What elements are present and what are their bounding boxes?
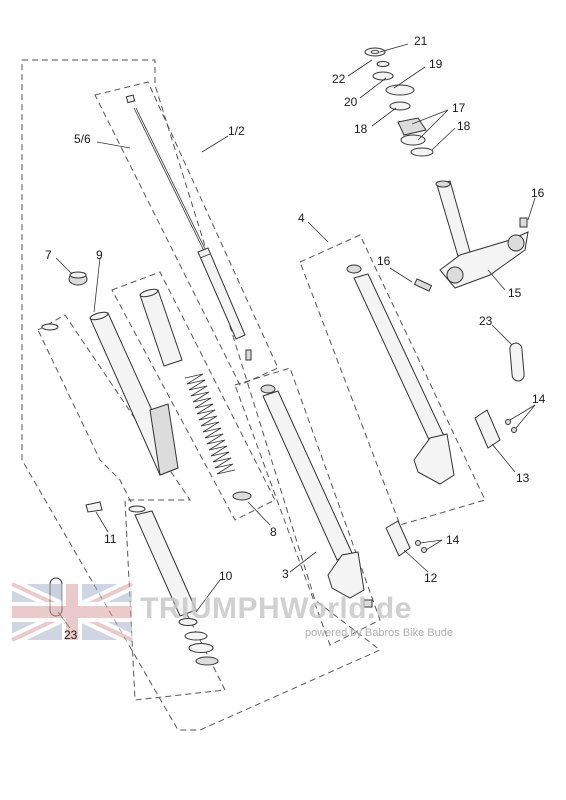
watermark-title: TRIUMPHWorld.de — [140, 592, 412, 625]
label-20: 20 — [344, 95, 358, 109]
part-5-6-top-cap[interactable] — [125, 94, 136, 104]
label-15: 15 — [508, 286, 522, 300]
label-19: 19 — [429, 57, 443, 71]
outer-dashed-boundary — [21, 59, 381, 731]
part-20-nut[interactable] — [372, 71, 394, 81]
part-10-seal-4[interactable] — [195, 656, 219, 666]
axle-bolt-left[interactable] — [363, 599, 373, 608]
left-leg-top-cap[interactable] — [260, 384, 276, 394]
cartridge-bolt[interactable] — [245, 349, 252, 361]
part-3-axle-lug[interactable] — [327, 551, 365, 599]
label-22: 22 — [332, 72, 346, 86]
inner-tube-group-boundary — [37, 314, 226, 701]
label-7: 7 — [45, 248, 52, 262]
part-22-nut-hole — [370, 50, 380, 54]
label-17: 17 — [452, 101, 466, 115]
seal-ring-small[interactable] — [41, 323, 59, 331]
part-14-washer-upper-a[interactable] — [505, 419, 511, 425]
inner-slider-tube[interactable] — [134, 510, 197, 617]
callout-labels: 21 22 19 20 17 18 18 5/6 1/2 16 4 16 15 … — [45, 34, 546, 642]
leader-lines — [55, 43, 536, 629]
part-1-2-cartridge[interactable] — [197, 247, 246, 340]
part-7-fork-cap-top — [69, 271, 87, 279]
label-14-lower: 14 — [446, 533, 460, 547]
damper-rod-assembly — [125, 94, 252, 361]
part-18-bearing-race-lower[interactable] — [410, 147, 434, 157]
spring-group-boundary — [111, 271, 276, 521]
part-1-2-cartridge-ring — [199, 253, 211, 259]
part-9-outer-tube-lower — [149, 403, 179, 476]
part-18-bearing-race-upper[interactable] — [389, 101, 411, 111]
damper-rod-group-boundary — [94, 81, 279, 386]
label-10: 10 — [219, 569, 233, 583]
part-5-6-rod[interactable] — [133, 107, 207, 256]
part-21-washer[interactable] — [376, 61, 390, 67]
label-23-left: 23 — [64, 628, 78, 642]
label-9: 9 — [96, 248, 103, 262]
part-19-seal[interactable] — [385, 84, 415, 96]
part-5-6-rod-inner — [135, 107, 209, 256]
part-14-washer-lower-a[interactable] — [415, 540, 421, 546]
right-leg-group-boundary — [299, 234, 486, 526]
right-leg-top-cap[interactable] — [346, 264, 362, 274]
label-3: 3 — [282, 567, 289, 581]
part-16-pinch-bolt[interactable] — [413, 278, 433, 292]
part-10-seal-2[interactable] — [184, 631, 208, 641]
spacer-tube-top — [139, 288, 159, 298]
inner-tube-assembly — [85, 501, 219, 666]
label-14-upper: 14 — [532, 392, 546, 406]
watermark: TRIUMPHWorld.de powered by Babros Bike B… — [9, 578, 453, 646]
part-9-outer-tube-top — [89, 311, 109, 321]
part-11-clip[interactable] — [85, 501, 103, 513]
union-flag-icon — [9, 578, 135, 646]
part-17-bearing-lower[interactable] — [400, 134, 426, 146]
left-leg-group-boundary — [234, 367, 381, 646]
label-16-yoke: 16 — [531, 186, 545, 200]
label-12: 12 — [424, 571, 438, 585]
part-16-yoke-bolt[interactable] — [519, 217, 528, 228]
left-leg-assembly — [260, 384, 427, 608]
spacer-tube[interactable] — [139, 289, 183, 367]
label-18-upper: 18 — [354, 122, 368, 136]
part-14-washer-lower-b[interactable] — [421, 547, 427, 553]
part-12-caliper-bracket[interactable] — [385, 520, 411, 557]
steering-stem-top — [435, 180, 451, 188]
yoke-clamp-right — [507, 234, 525, 252]
label-21: 21 — [414, 34, 428, 48]
head-bearing-stack — [364, 47, 434, 157]
right-leg-assembly — [346, 264, 517, 485]
part-13-caliper-bracket[interactable] — [474, 409, 501, 449]
label-23-right: 23 — [479, 314, 493, 328]
label-11: 11 — [104, 532, 117, 546]
label-13: 13 — [516, 471, 530, 485]
steering-stem[interactable] — [436, 180, 471, 257]
label-18-lower: 18 — [457, 119, 471, 133]
yoke-clamp-left — [446, 266, 464, 284]
bushing-top[interactable] — [128, 505, 146, 513]
part-14-washer-upper-b[interactable] — [511, 427, 517, 433]
part-8-spring[interactable] — [184, 373, 236, 475]
watermark-subtitle: powered by Babros Bike Bude — [305, 627, 453, 639]
part-10-seal-1[interactable] — [178, 618, 198, 626]
label-16-leg: 16 — [377, 254, 391, 268]
part-22-nut[interactable] — [364, 47, 386, 57]
label-5-6: 5/6 — [74, 132, 91, 146]
label-8: 8 — [270, 525, 277, 539]
outer-tube-assembly — [41, 271, 179, 476]
part-4-fork-leg[interactable] — [353, 273, 445, 443]
spring-seat[interactable] — [232, 491, 252, 501]
part-23-reflector-right[interactable] — [509, 342, 525, 382]
label-4: 4 — [298, 211, 305, 225]
part-17-bearing[interactable] — [397, 117, 427, 136]
label-1-2: 1/2 — [228, 124, 245, 138]
part-10-seal-3[interactable] — [188, 643, 214, 653]
triple-clamp-assembly — [435, 180, 529, 289]
part-4-axle-lug[interactable] — [413, 433, 455, 485]
spring-assembly — [139, 288, 252, 501]
